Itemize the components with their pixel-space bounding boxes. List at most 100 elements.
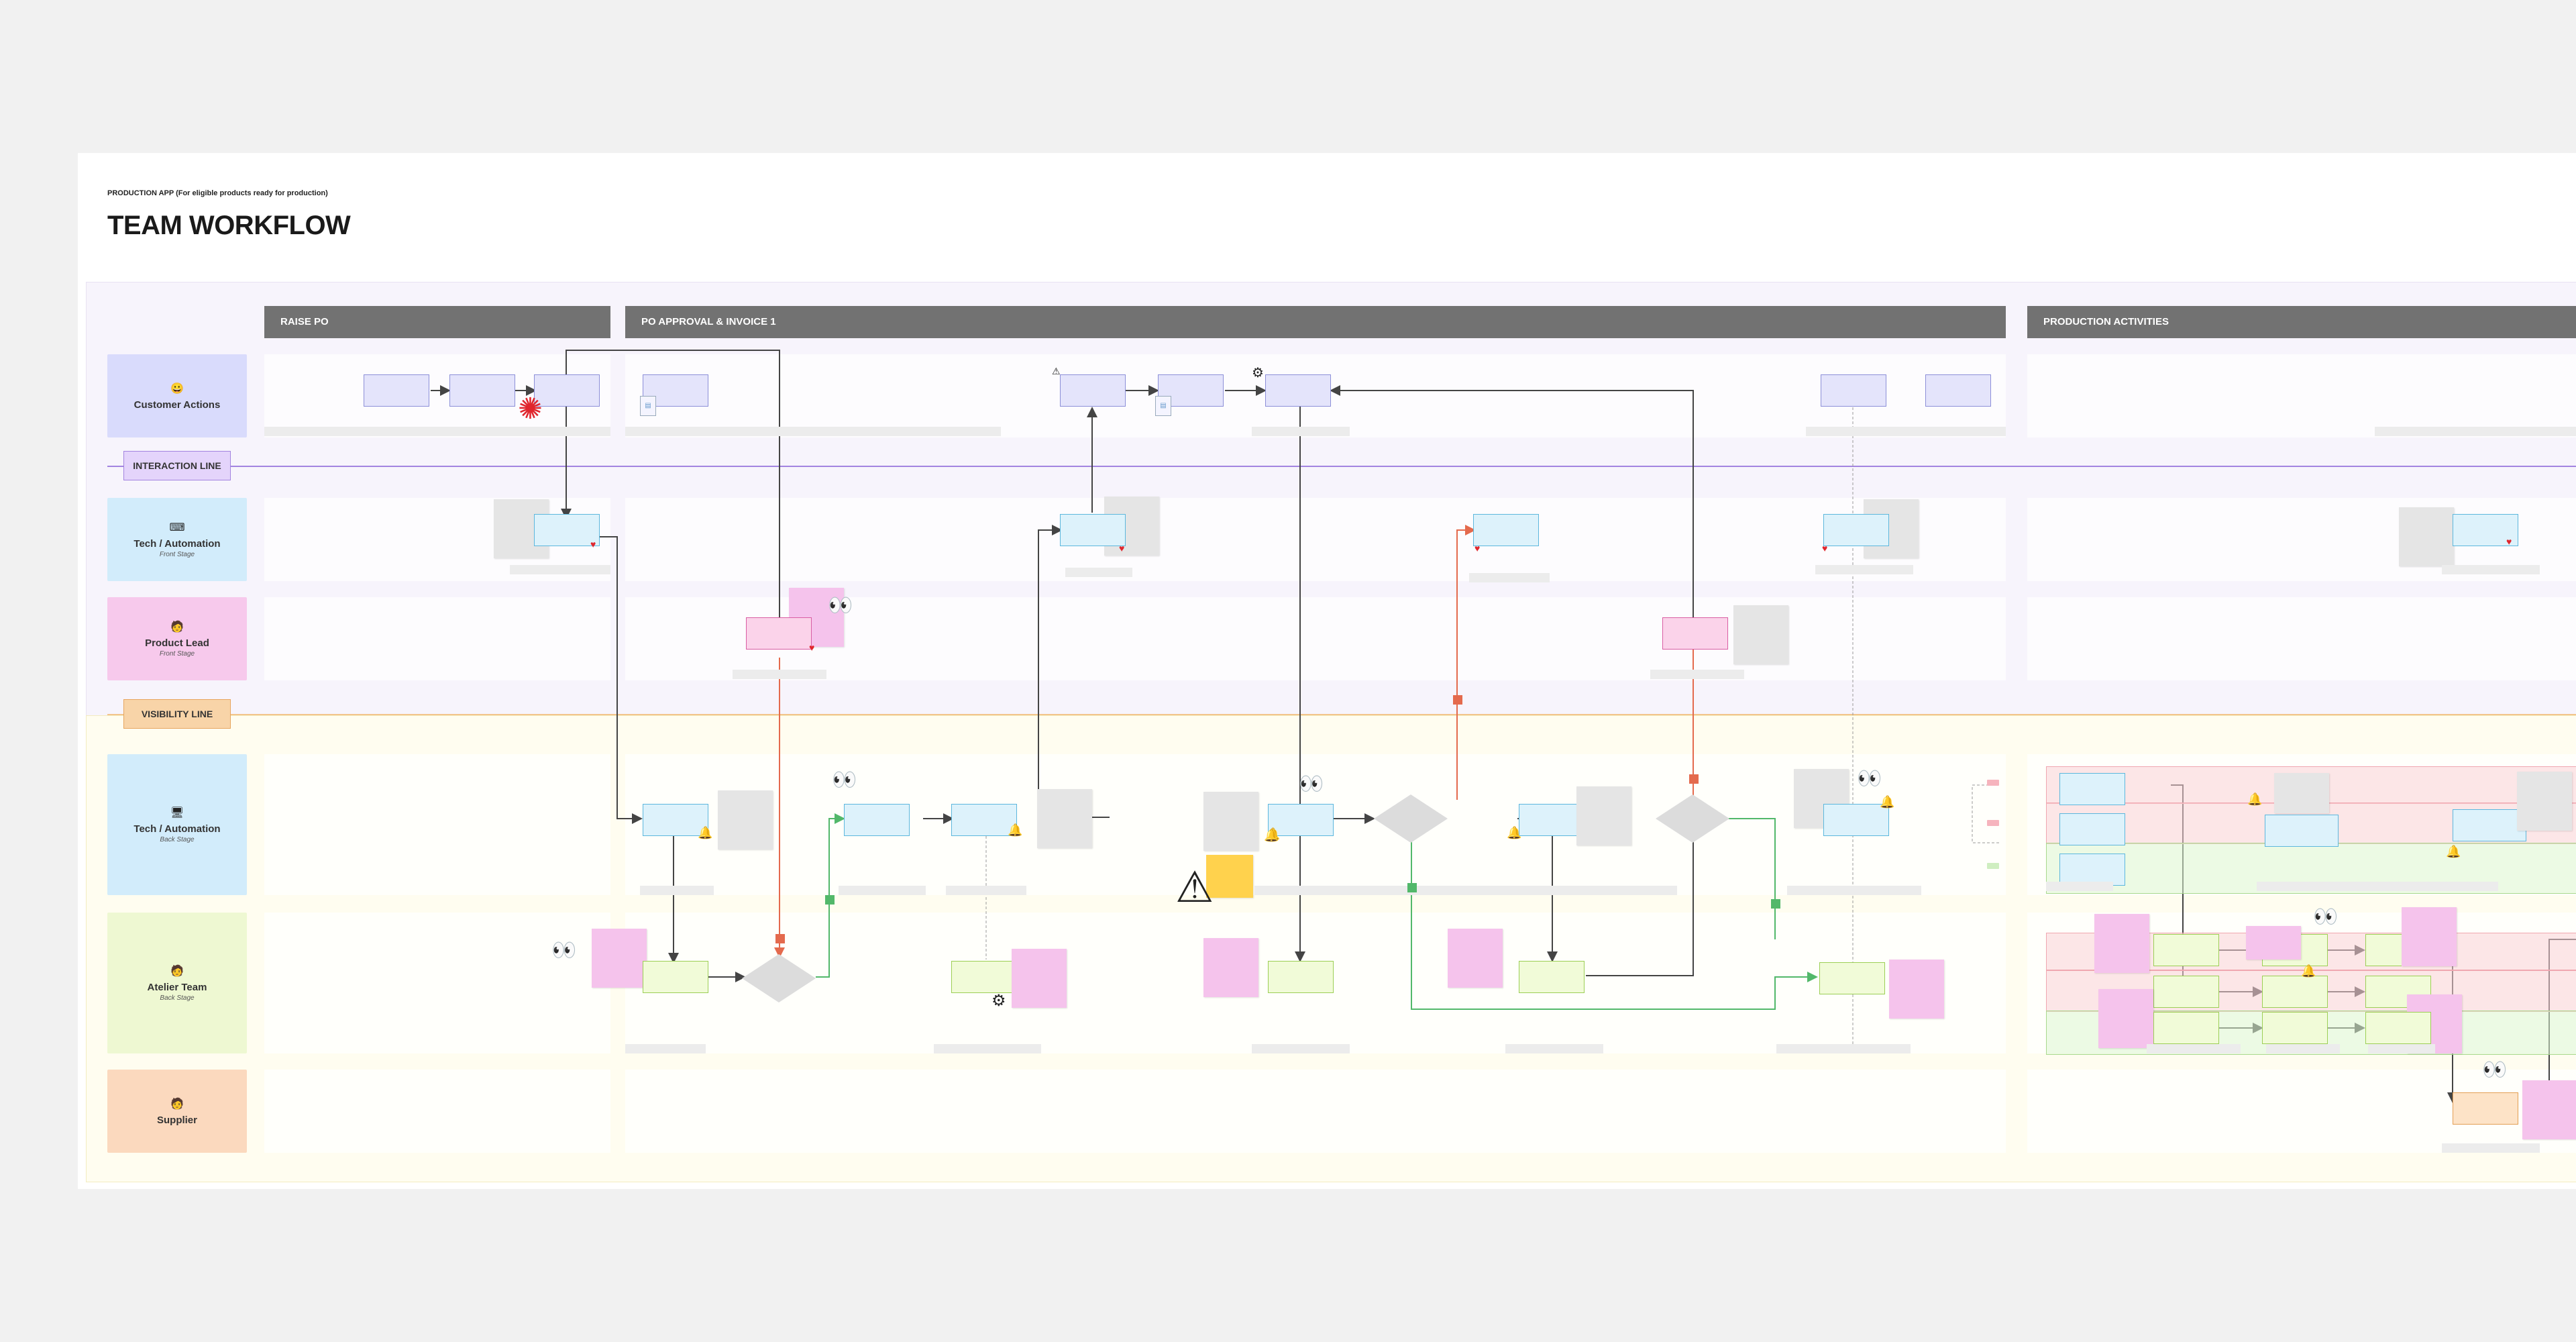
process-card[interactable]: [643, 804, 708, 836]
tag-bar: [510, 565, 610, 574]
phase-production-activities[interactable]: PRODUCTION ACTIVITIES: [2027, 306, 2576, 338]
process-card[interactable]: [1823, 514, 1889, 546]
eyes-icon: 👀: [1299, 773, 1324, 795]
process-card[interactable]: [643, 961, 708, 993]
lane-bg: [625, 498, 2006, 581]
process-card[interactable]: [844, 804, 910, 836]
process-card[interactable]: [2153, 934, 2219, 966]
lane-label-tech-back: 🖥 Tech / Automation Back Stage: [107, 754, 247, 895]
process-card[interactable]: [1268, 804, 1334, 836]
heart-icon: ♥: [590, 539, 596, 550]
lane-bg: [264, 597, 610, 680]
process-card[interactable]: [534, 514, 600, 546]
sticky-note[interactable]: [1576, 786, 1631, 845]
process-card[interactable]: [951, 961, 1017, 993]
sticky-note[interactable]: [2098, 989, 2153, 1048]
connector-badge: [1407, 883, 1417, 892]
connector-badge: [1453, 695, 1462, 705]
sticky-note[interactable]: [2246, 926, 2301, 960]
process-card[interactable]: [2262, 976, 2328, 1008]
connector-badge: [1689, 774, 1699, 784]
sticky-note[interactable]: [1206, 855, 1253, 898]
bell-icon: 🔔: [698, 826, 713, 839]
sticky-note[interactable]: [2402, 907, 2457, 966]
tag-bar: [839, 886, 926, 895]
process-card[interactable]: [534, 374, 600, 407]
tag-bar: [625, 427, 1001, 436]
tag-bar: [934, 1044, 1041, 1053]
sticky-note[interactable]: [1448, 929, 1503, 988]
lane-bg: [264, 913, 610, 1053]
process-card[interactable]: [2453, 809, 2526, 841]
process-card[interactable]: [1473, 514, 1539, 546]
process-card[interactable]: [449, 374, 515, 407]
process-card[interactable]: [1662, 617, 1728, 650]
sticky-note[interactable]: [1203, 792, 1258, 851]
process-card[interactable]: [1060, 374, 1126, 407]
sticky-note[interactable]: [2094, 914, 2149, 973]
bell-icon: 🔔: [2446, 845, 2461, 858]
tag-bar: [2266, 1044, 2340, 1053]
process-card[interactable]: [2262, 1012, 2328, 1044]
eyes-icon: 👀: [832, 769, 857, 791]
process-card[interactable]: [746, 617, 812, 650]
process-card[interactable]: [1823, 804, 1889, 836]
phase-po-approval[interactable]: PO APPROVAL & INVOICE 1: [625, 306, 2006, 338]
tag-bar: [1787, 886, 1921, 895]
process-card[interactable]: [2059, 773, 2125, 805]
tag-bar: [1252, 427, 1350, 436]
tag-bar: [1065, 568, 1132, 577]
lane-name: Tech / Automation: [133, 538, 221, 550]
process-card[interactable]: [1265, 374, 1331, 407]
tag-bar: [1650, 670, 1744, 679]
document-icon: ▤: [1155, 396, 1171, 416]
tag-bar: [2375, 427, 2576, 436]
lane-bg: [2027, 597, 2576, 680]
tag-bar: [946, 886, 1026, 895]
label-tag: [1987, 863, 1999, 869]
sticky-note[interactable]: [718, 790, 773, 849]
sticky-note[interactable]: [1889, 960, 1944, 1019]
process-card[interactable]: [1819, 962, 1885, 994]
process-card[interactable]: [2265, 815, 2339, 847]
process-card[interactable]: [2059, 854, 2125, 886]
lane-bg: [264, 1070, 610, 1153]
bell-icon: 🔔: [1265, 827, 1281, 841]
process-card[interactable]: [951, 804, 1017, 836]
sticky-note[interactable]: [1203, 938, 1258, 997]
tag-bar: [1806, 427, 2006, 436]
sticky-note[interactable]: [2522, 1080, 2576, 1139]
process-card[interactable]: [1060, 514, 1126, 546]
tag-bar: [640, 886, 714, 895]
process-card[interactable]: [1519, 961, 1585, 993]
sticky-note[interactable]: [2274, 773, 2329, 813]
sticky-note[interactable]: [592, 929, 647, 988]
keyboard-icon: ⌨: [169, 522, 185, 533]
phase-raise-po[interactable]: RAISE PO: [264, 306, 610, 338]
process-card[interactable]: [1519, 804, 1585, 836]
sticky-note[interactable]: [2399, 507, 2454, 566]
process-card[interactable]: [2450, 374, 2516, 407]
tag-bar: [2147, 1044, 2241, 1053]
process-card[interactable]: [2153, 976, 2219, 1008]
sticky-note[interactable]: [1012, 949, 1067, 1008]
process-card[interactable]: [364, 374, 429, 407]
process-card[interactable]: [1821, 374, 1886, 407]
bell-icon: 🔔: [2301, 964, 2316, 978]
eyes-icon: 👀: [2313, 906, 2338, 928]
sticky-note[interactable]: [1733, 605, 1788, 664]
sticky-note[interactable]: [2517, 772, 2572, 831]
process-card[interactable]: [2453, 1092, 2518, 1125]
process-card[interactable]: [1268, 961, 1334, 993]
eyes-icon: 👀: [551, 939, 576, 962]
process-card[interactable]: [2365, 1012, 2431, 1044]
sticky-note[interactable]: [1037, 789, 1092, 848]
process-card[interactable]: [1925, 374, 1991, 407]
tag-bar: [1776, 1044, 1911, 1053]
process-card[interactable]: [2453, 514, 2518, 546]
warning-icon: ⚠: [1175, 863, 1214, 911]
process-card[interactable]: [2153, 1012, 2219, 1044]
eyes-icon: 👀: [2482, 1059, 2507, 1081]
heart-icon: ♥: [1474, 543, 1481, 554]
process-card[interactable]: [2059, 813, 2125, 845]
